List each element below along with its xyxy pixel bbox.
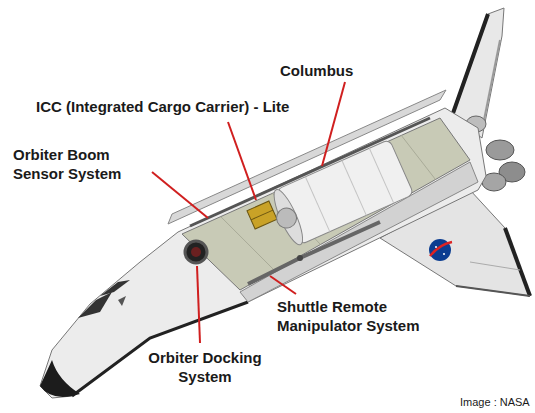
leader-lines — [322, 82, 345, 166]
part-label: ICC (Integrated Cargo Carrier) - Lite — [36, 97, 328, 116]
right-wing — [456, 286, 530, 296]
columbus-module — [342, 161, 366, 216]
engines — [486, 140, 514, 160]
icc-lite — [251, 210, 273, 220]
fuselage — [40, 360, 80, 397]
part-label: Orbiter Docking System — [140, 348, 270, 386]
columbus-module — [305, 177, 329, 232]
nasa-logo — [443, 253, 445, 255]
icc-lite — [247, 201, 277, 229]
nasa-logo — [435, 246, 437, 248]
nasa-logo — [429, 239, 452, 261]
tail-fin — [482, 40, 500, 130]
leader-lines — [197, 266, 200, 343]
image-credit: Image : NASA — [460, 395, 532, 409]
leader-lines — [152, 172, 208, 218]
right-wing — [470, 262, 520, 270]
leader-lines — [228, 122, 256, 200]
fuselage — [100, 280, 130, 296]
part-label: Shuttle Remote Manipulator System — [277, 297, 449, 335]
payload-bay — [401, 135, 435, 179]
fuselage — [78, 292, 112, 318]
remote-arm — [297, 255, 303, 261]
tail-fin — [452, 14, 488, 116]
columbus-module — [269, 187, 308, 248]
columbus-module — [369, 148, 393, 203]
nasa-logo — [430, 242, 452, 256]
icc-lite — [247, 201, 277, 229]
leader-lines — [270, 276, 296, 294]
docking-system — [185, 241, 207, 263]
columbus-module — [273, 205, 299, 231]
right-wing — [505, 228, 530, 296]
docking-system — [185, 241, 207, 263]
part-label: Orbiter Boom Sensor System — [13, 145, 153, 183]
part-label: Columbus — [280, 61, 370, 80]
payload-bay — [221, 217, 275, 271]
columbus-module — [265, 139, 414, 249]
docking-system — [191, 247, 201, 257]
fuselage — [118, 296, 126, 306]
nasa-logo — [429, 239, 451, 261]
